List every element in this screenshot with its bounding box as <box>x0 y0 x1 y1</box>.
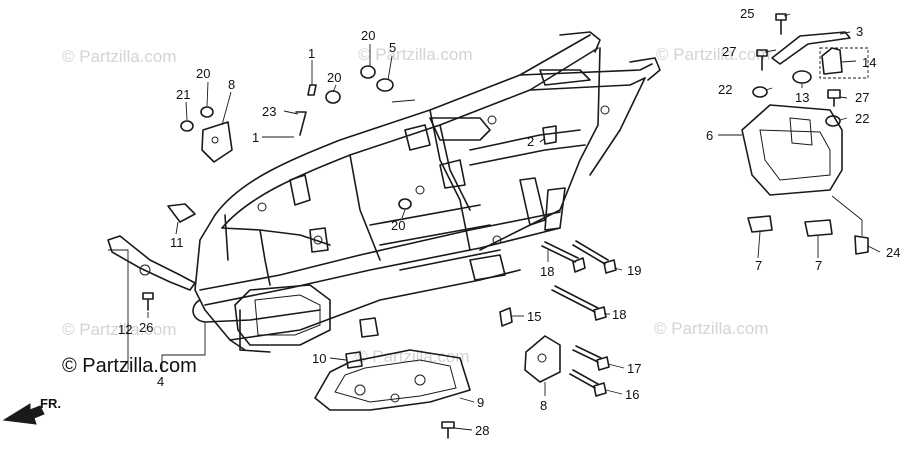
callout-17: 17 <box>627 361 641 376</box>
callout-20: 20 <box>196 66 210 81</box>
callout-3: 3 <box>856 24 863 39</box>
callout-1: 1 <box>252 130 259 145</box>
callout-22: 22 <box>718 82 732 97</box>
callout-18: 18 <box>540 264 554 279</box>
callout-8: 8 <box>540 398 547 413</box>
direction-label: FR. <box>40 396 61 411</box>
callout-27: 27 <box>855 90 869 105</box>
loose-parts <box>107 13 869 439</box>
watermark: © Partzilla.com <box>62 320 177 339</box>
callout-22: 22 <box>855 111 869 126</box>
callout-10: 10 <box>312 351 326 366</box>
callout-21: 21 <box>176 87 190 102</box>
watermark: © Partzilla.com <box>62 47 177 66</box>
callout-14: 14 <box>862 55 876 70</box>
callout-labels: 25 3 27 14 22 13 27 22 6 24 7 7 20 5 20 … <box>118 6 900 438</box>
callout-28: 28 <box>475 423 489 438</box>
callout-2: 2 <box>527 134 534 149</box>
callout-27: 27 <box>722 44 736 59</box>
callout-24: 24 <box>886 245 900 260</box>
callout-7: 7 <box>815 258 822 273</box>
watermarks: © Partzilla.com © Partzilla.com © Partzi… <box>62 45 771 366</box>
callout-13: 13 <box>795 90 809 105</box>
callout-9: 9 <box>477 395 484 410</box>
front-direction-arrow: FR. <box>2 396 61 425</box>
callout-15: 15 <box>527 309 541 324</box>
watermark: © Partzilla.com <box>358 45 473 64</box>
callout-12: 12 <box>118 322 132 337</box>
callout-23: 23 <box>262 104 276 119</box>
callout-18: 18 <box>612 307 626 322</box>
callout-20: 20 <box>361 28 375 43</box>
callout-5: 5 <box>389 40 396 55</box>
leader-lines <box>108 13 881 431</box>
callout-8: 8 <box>228 77 235 92</box>
watermark: © Partzilla.com <box>654 319 769 338</box>
main-frame <box>192 31 661 353</box>
callout-6: 6 <box>706 128 713 143</box>
callout-20: 20 <box>327 70 341 85</box>
callout-20: 20 <box>391 218 405 233</box>
callout-11: 11 <box>170 235 184 250</box>
site-credit: © Partzilla.com <box>62 355 197 377</box>
callout-1: 1 <box>308 46 315 61</box>
watermark: © Partzilla.com <box>656 45 771 64</box>
callout-26: 26 <box>139 320 153 335</box>
watermark: © Partzilla.com <box>355 347 470 366</box>
callout-7: 7 <box>755 258 762 273</box>
callout-19: 19 <box>627 263 641 278</box>
callout-4: 4 <box>157 374 164 389</box>
callout-16: 16 <box>625 387 639 402</box>
callout-25: 25 <box>740 6 754 21</box>
